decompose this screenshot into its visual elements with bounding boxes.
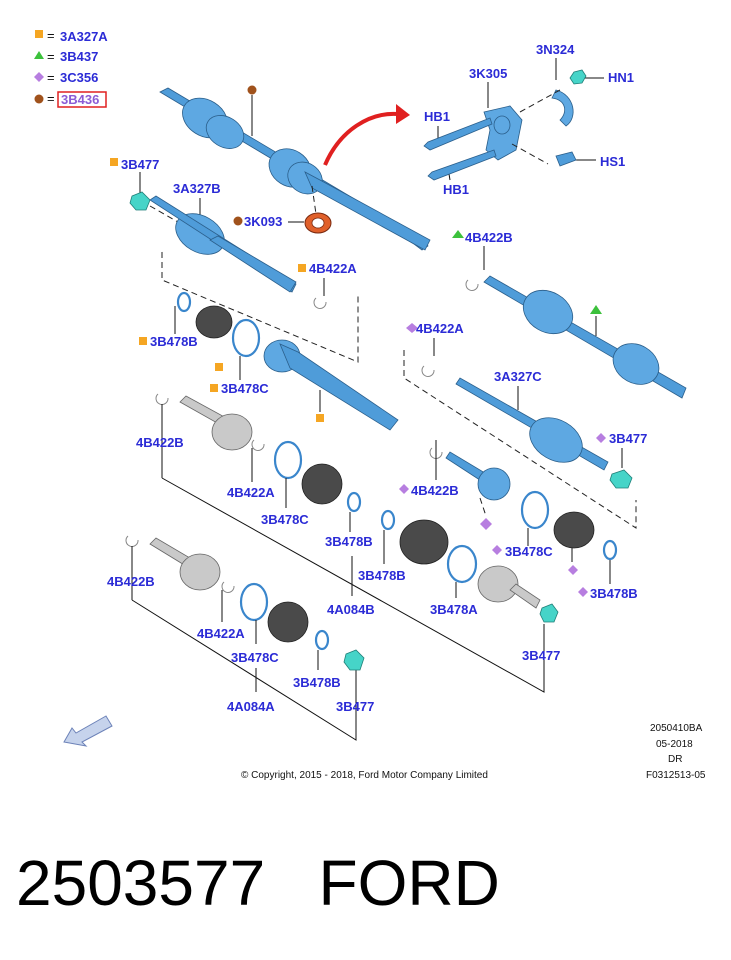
main-halfshaft-top bbox=[159, 85, 431, 251]
direction-arrow-icon bbox=[63, 715, 113, 747]
triangle-icon bbox=[34, 51, 44, 59]
part-caption: 2503577 FORD bbox=[16, 838, 716, 928]
legend-equals-4: = bbox=[47, 91, 55, 106]
label-3b478c-left: 3B478C bbox=[221, 381, 269, 396]
mid-right-joint-parts: 4B422B 3B478C 3B478B bbox=[399, 440, 638, 601]
halfshaft-right-3b437: 4B422B bbox=[452, 230, 687, 399]
legend-code-1: 3A327A bbox=[60, 29, 108, 44]
footer-code3: F0312513-05 bbox=[646, 770, 706, 781]
label-3b477-right: 3B477 bbox=[609, 431, 647, 446]
circle-icon bbox=[34, 94, 44, 104]
label-4b422b-mid2: 4B422B bbox=[136, 435, 184, 450]
caption-spacer bbox=[265, 847, 318, 919]
label-3b478b-left: 3B478B bbox=[150, 334, 198, 349]
footer-date: 05-2018 bbox=[656, 739, 693, 750]
label-4b422a-right: 4B422A bbox=[416, 321, 464, 336]
label-4b422a-left: 4B422A bbox=[309, 261, 357, 276]
label-3a327c: 3A327C bbox=[494, 369, 542, 384]
middle-row-parts: 4B422B 4B422A 3B478C 3B478B 3B478B 4A084… bbox=[136, 393, 560, 693]
curved-arrow-icon bbox=[323, 104, 410, 166]
label-3a327b: 3A327B bbox=[173, 181, 221, 196]
label-4b422b-mid: 4B422B bbox=[411, 483, 459, 498]
label-3b478b-right: 3B478B bbox=[590, 586, 638, 601]
legend-code-4: 3B436 bbox=[61, 92, 99, 107]
label-3k305: 3K305 bbox=[469, 66, 507, 81]
diamond-icon bbox=[34, 72, 44, 82]
part-number: 2503577 bbox=[16, 847, 266, 919]
legend-highlight-box bbox=[57, 91, 107, 108]
exploded-parts-diagram: = 3A327A = 3B437 = 3C356 = 3B436 3K093 bbox=[34, 28, 706, 781]
label-3b477-low: 3B477 bbox=[336, 699, 374, 714]
halfshaft-3a327c: 4B422A 3A327C 3B477 bbox=[403, 321, 647, 529]
label-4b422b-right: 4B422B bbox=[465, 230, 513, 245]
legend: = 3A327A = 3B437 = 3C356 = 3B436 bbox=[34, 28, 108, 108]
legend-equals-3: = bbox=[47, 70, 55, 85]
brand-name: FORD bbox=[318, 847, 500, 919]
left-joint-parts: 3B478B 3B478C bbox=[139, 291, 399, 431]
label-3k093: 3K093 bbox=[244, 214, 282, 229]
legend-code-3: 3C356 bbox=[60, 70, 98, 85]
label-3b477-top: 3B477 bbox=[121, 157, 159, 172]
legend-equals-2: = bbox=[47, 49, 55, 64]
footer: 2050410BA 05-2018 DR F0312513-05 © Copyr… bbox=[241, 723, 706, 781]
label-3n324: 3N324 bbox=[536, 42, 575, 57]
legend-code-2: 3B437 bbox=[60, 49, 98, 64]
label-hs1: HS1 bbox=[600, 154, 625, 169]
square-icon bbox=[35, 30, 43, 38]
label-3b478c-mid: 3B478C bbox=[505, 544, 553, 559]
footer-code2: DR bbox=[668, 754, 682, 765]
label-4a084b: 4A084B bbox=[327, 602, 375, 617]
label-3b478b-mid2: 3B478B bbox=[358, 568, 406, 583]
label-hb1-b: HB1 bbox=[443, 182, 469, 197]
label-hn1: HN1 bbox=[608, 70, 634, 85]
label-4b422a-low: 4B422A bbox=[197, 626, 245, 641]
label-3b478c-mid-a: 3B478C bbox=[261, 512, 309, 527]
label-3b478b-mid: 3B478B bbox=[325, 534, 373, 549]
halfshaft-3a327b: 3B477 3A327B 4B422A bbox=[110, 157, 357, 309]
label-3b477-mid: 3B477 bbox=[522, 648, 560, 663]
bracket-assembly: 3N324 3K305 HN1 HB1 HB1 HS1 bbox=[423, 42, 634, 197]
label-4b422b-low: 4B422B bbox=[107, 574, 155, 589]
label-hb1-a: HB1 bbox=[424, 109, 450, 124]
label-4a084a: 4A084A bbox=[227, 699, 275, 714]
label-3b478c-low: 3B478C bbox=[231, 650, 279, 665]
footer-copyright: © Copyright, 2015 - 2018, Ford Motor Com… bbox=[241, 770, 488, 781]
part-3k093: 3K093 bbox=[233, 185, 332, 234]
label-3b478a: 3B478A bbox=[430, 602, 478, 617]
label-3b478b-low: 3B478B bbox=[293, 675, 341, 690]
label-4b422a-mid: 4B422A bbox=[227, 485, 275, 500]
lower-row-parts: 4B422B 4B422A 3B478C 3B478B 4A084A 3B477 bbox=[107, 535, 374, 741]
legend-equals-1: = bbox=[47, 28, 55, 43]
left-dashed-frame bbox=[161, 252, 359, 363]
footer-code1: 2050410BA bbox=[650, 723, 703, 734]
